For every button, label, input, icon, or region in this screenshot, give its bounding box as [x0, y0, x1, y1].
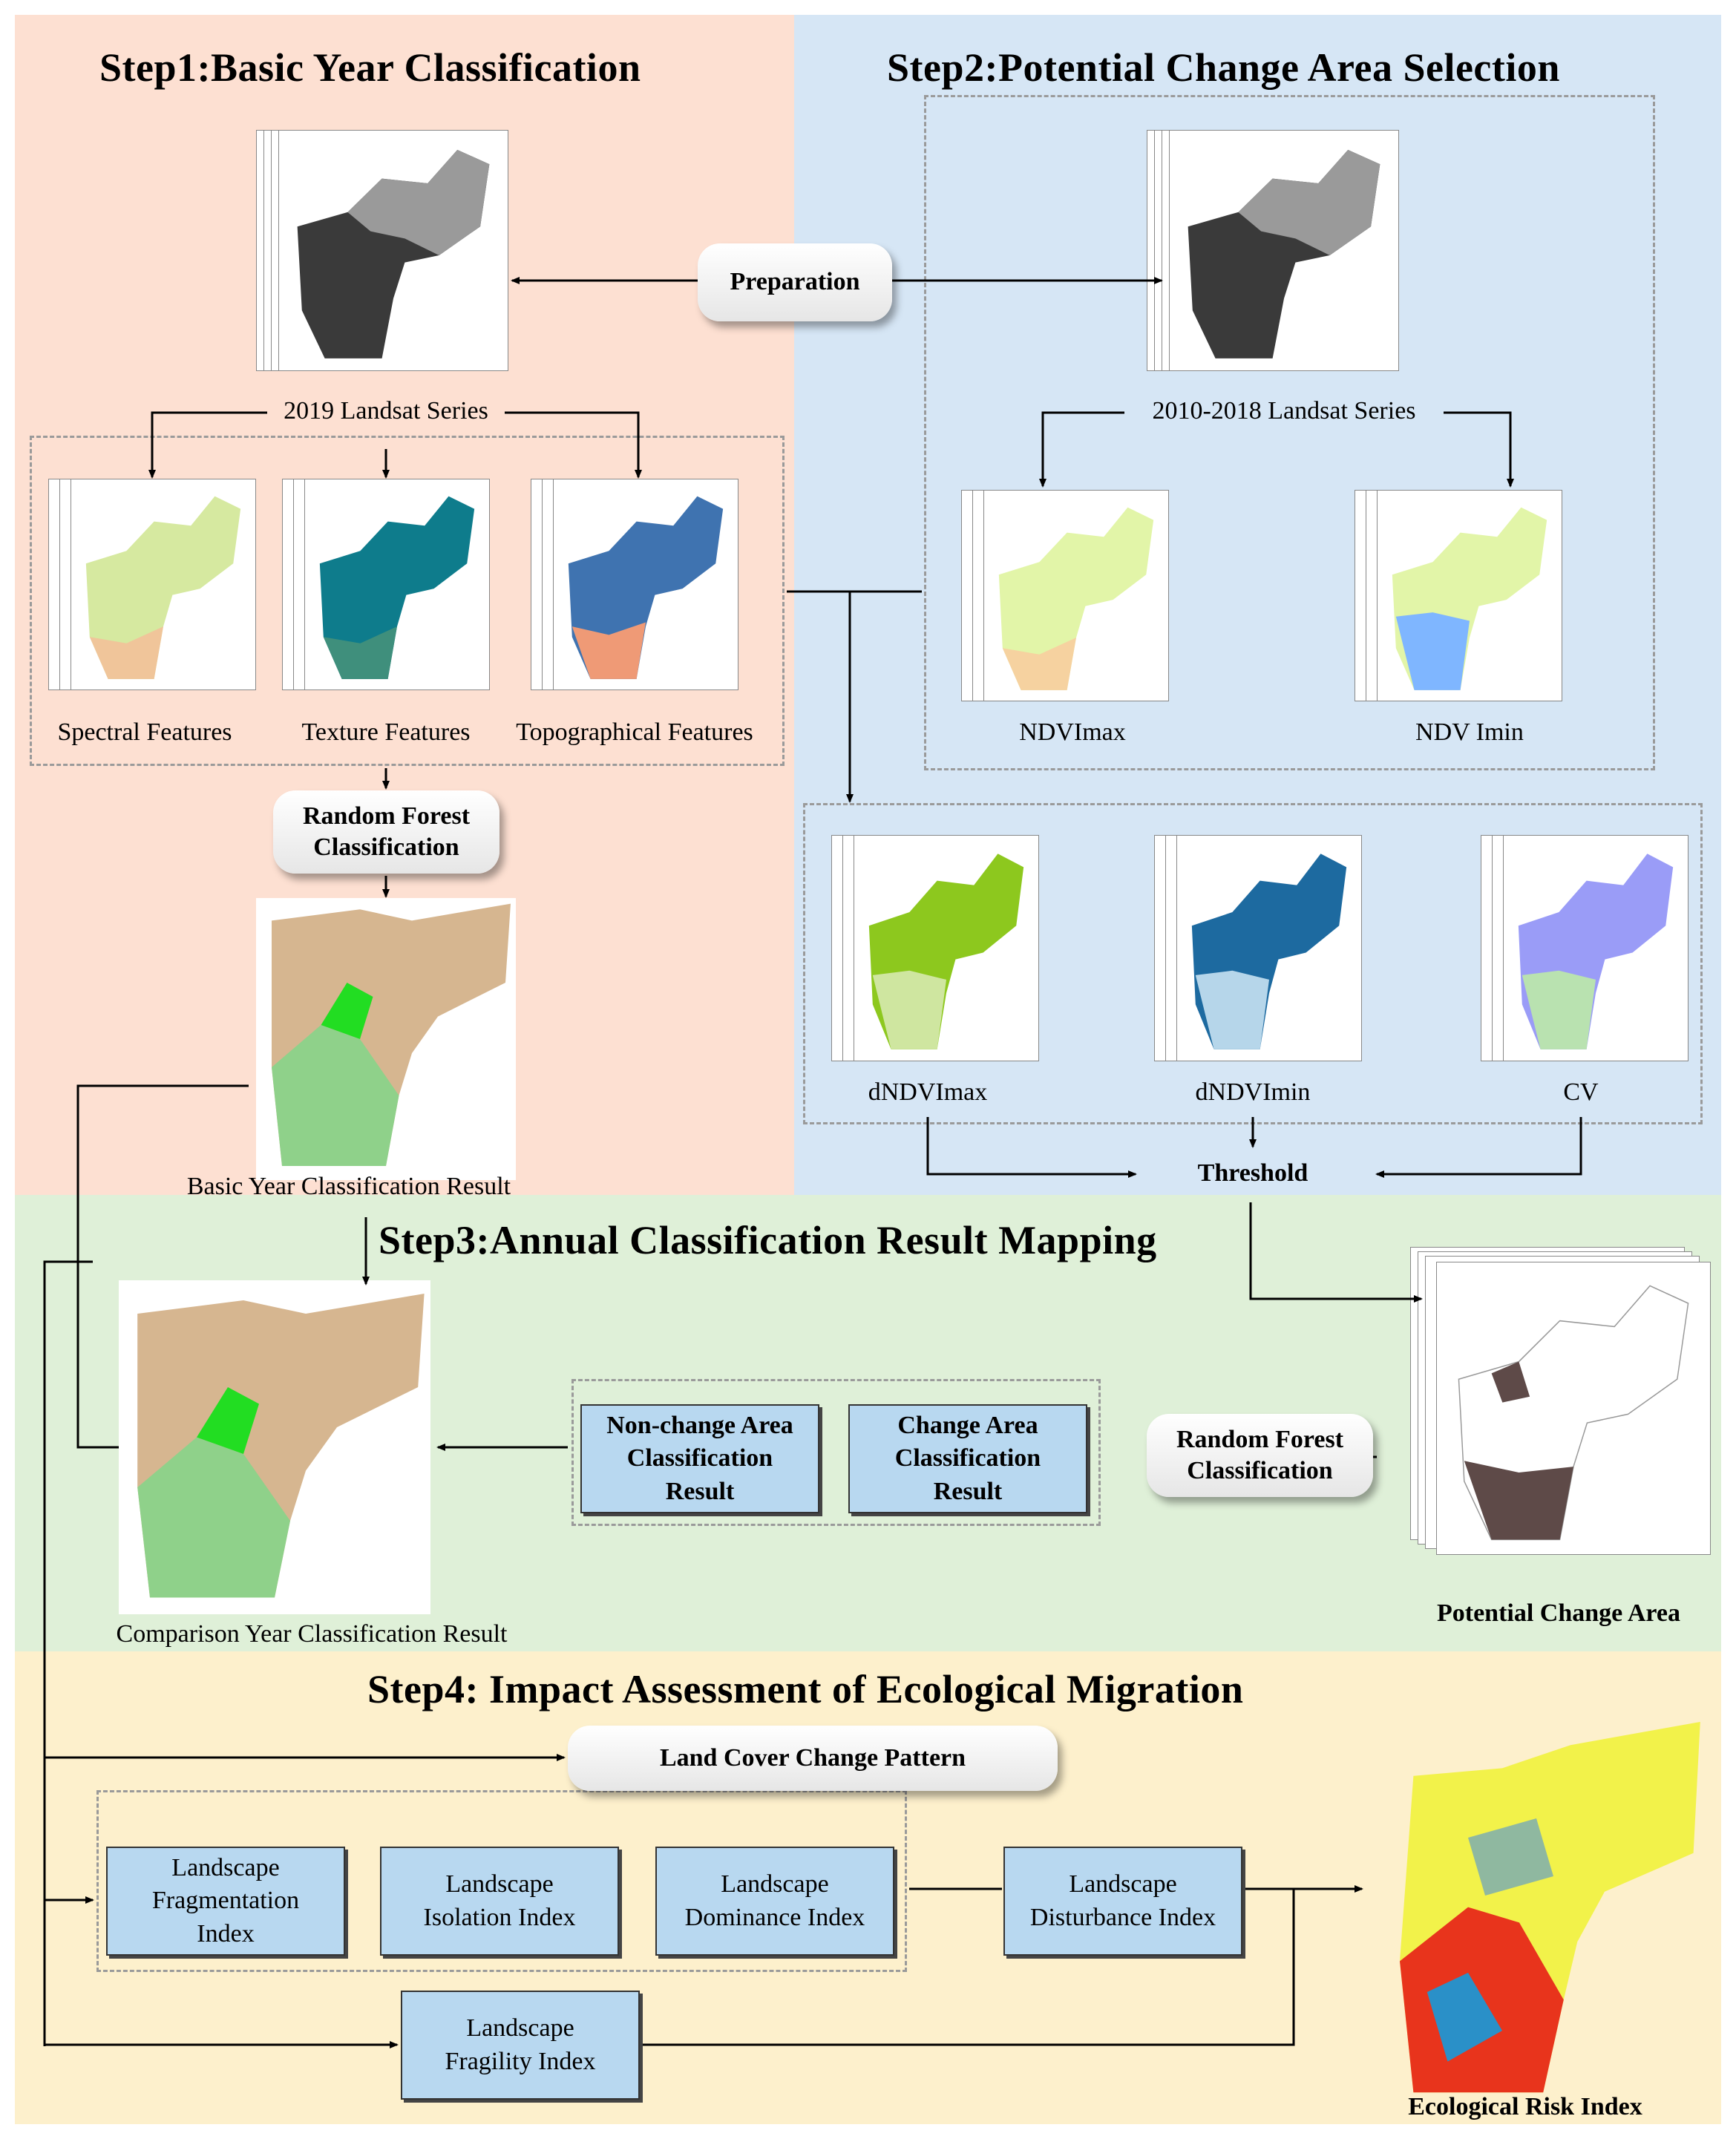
threshold-label: Threshold	[1197, 1159, 1308, 1187]
basic-year-classification-image	[256, 898, 516, 1180]
potential-change-area-image	[1410, 1247, 1711, 1555]
step3-title: Step3:Annual Classification Result Mappi…	[379, 1218, 1157, 1262]
ndvimin-image	[1355, 490, 1562, 701]
dndvimin-label: dNDVImin	[1195, 1078, 1311, 1106]
cv-image	[1481, 835, 1688, 1061]
landsat-2019-series-label: 2019 Landsat Series	[284, 397, 488, 425]
change-area-result-box: Change Area Classification Result	[848, 1404, 1087, 1513]
cv-label: CV	[1563, 1078, 1599, 1106]
disturbance-index-box: Landscape Disturbance Index	[1003, 1847, 1242, 1956]
spectral-features-label: Spectral Features	[57, 718, 232, 746]
preparation-pill: Preparation	[698, 243, 892, 321]
fragility-index-box: Landscape Fragility Index	[401, 1991, 640, 2100]
step1-title: Step1:Basic Year Classification	[99, 45, 641, 90]
comparison-year-result-label: Comparison Year Classification Result	[116, 1620, 508, 1648]
fragmentation-index-box: Landscape Fragmentation Index	[106, 1847, 345, 1956]
ecological-risk-index-image	[1366, 1722, 1707, 2108]
landsat-2010-2018-series-label: 2010-2018 Landsat Series	[1152, 397, 1416, 425]
dndvimin-image	[1154, 835, 1362, 1061]
feature-group-box	[30, 436, 785, 766]
random-forest-classification-pill-2: Random Forest Classification	[1147, 1414, 1373, 1497]
ecological-risk-index-label: Ecological Risk Index	[1408, 2093, 1642, 2120]
basic-year-result-label: Basic Year Classification Result	[186, 1173, 511, 1200]
landscape-index-group-box	[96, 1790, 907, 1972]
ndvi-group-box	[924, 95, 1655, 770]
random-forest-classification-pill-1: Random Forest Classification	[273, 790, 499, 874]
ndvimax-label: NDVImax	[1019, 718, 1126, 746]
texture-features-label: Texture Features	[301, 718, 471, 746]
dndvimax-image	[831, 835, 1039, 1061]
topographical-features-label: Topographical Features	[516, 718, 753, 746]
comparison-year-classification-image	[119, 1280, 430, 1614]
step2-title: Step2:Potential Change Area Selection	[887, 45, 1560, 90]
potential-change-area-label: Potential Change Area	[1436, 1599, 1680, 1627]
spectral-features-image	[48, 479, 256, 690]
step4-title: Step4: Impact Assessment of Ecological M…	[367, 1667, 1244, 1711]
non-change-area-result-box: Non-change Area Classification Result	[580, 1404, 819, 1513]
ndvimax-image	[961, 490, 1169, 701]
classification-result-group-box	[571, 1379, 1101, 1526]
topographical-features-image	[531, 479, 738, 690]
ndvimin-label: NDV Imin	[1415, 718, 1524, 746]
landsat-2019-image-stack	[256, 130, 508, 371]
dominance-index-box: Landscape Dominance Index	[655, 1847, 894, 1956]
land-cover-change-pattern-pill: Land Cover Change Pattern	[568, 1726, 1058, 1791]
dndvimax-label: dNDVImax	[868, 1078, 988, 1106]
texture-features-image	[282, 479, 490, 690]
landsat-2010-2018-image-stack	[1147, 130, 1399, 371]
isolation-index-box: Landscape Isolation Index	[380, 1847, 619, 1956]
